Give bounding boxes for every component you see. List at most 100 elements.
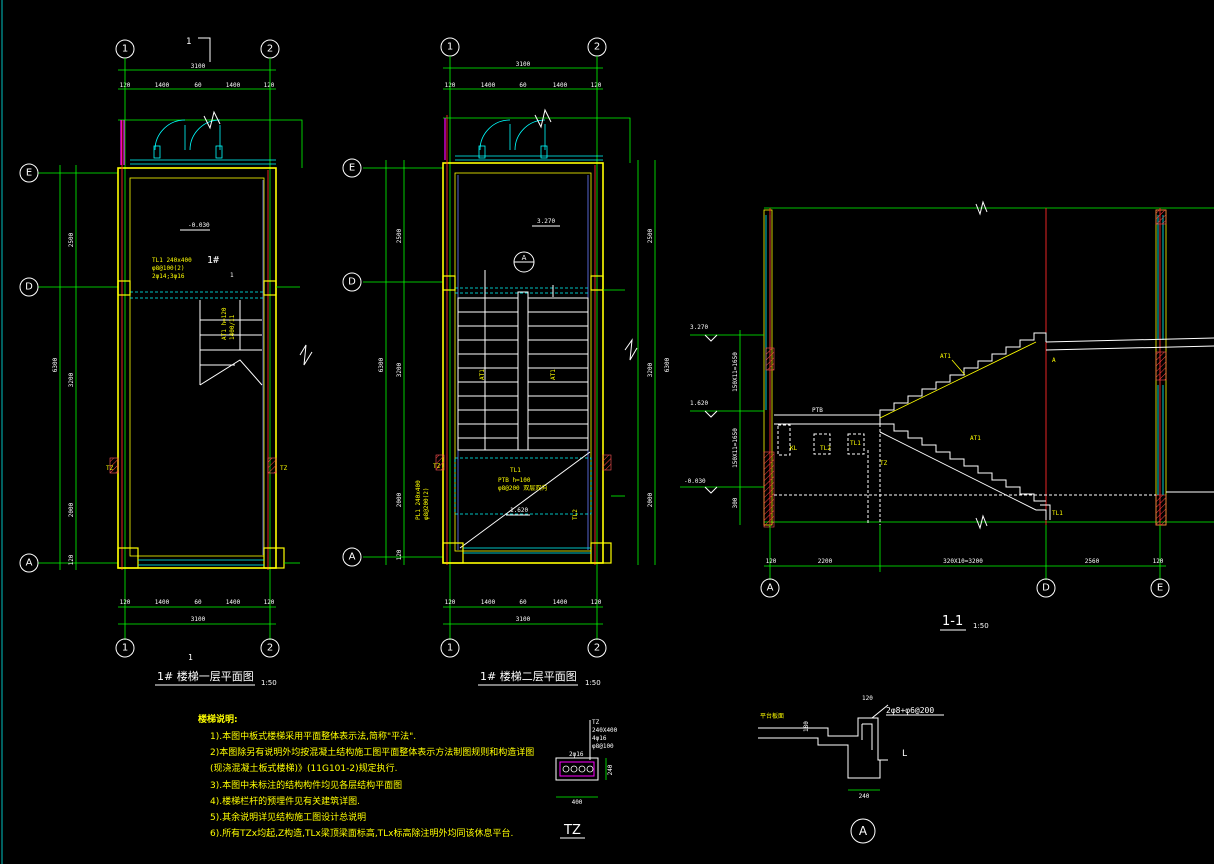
axis-label-E: E (26, 168, 32, 179)
dim-part-w-bottom: 120 (445, 599, 456, 606)
level-mid: 1.620 (510, 507, 528, 514)
ptb-rebar: φ8@200 双层双向 (498, 484, 547, 492)
bottom-dim: 2200 (818, 558, 833, 565)
pl1-label: PL1 240x400 (415, 480, 422, 520)
dim-left-part: 2000 (68, 502, 75, 517)
label-tl2: TL2 (820, 445, 831, 452)
column-tz-left (109, 457, 119, 474)
plan-1-title: 1# 楼梯一层平面图 (157, 669, 254, 683)
tl1-beam-label: TL1 240x400 (152, 257, 192, 264)
detail-a-dim-top: 120 (862, 695, 873, 702)
tz-column-detail: TZ 240X400 4φ16 φ8@100 2φ16 400 240 TZ (555, 719, 618, 839)
axis-label-A: A (26, 558, 33, 569)
dim-left-part: 2000 (396, 492, 403, 507)
plan-2-title: 1# 楼梯二层平面图 (480, 669, 577, 683)
dim-part-w-bottom: 1400 (553, 599, 568, 606)
note-item: 2)本图除另有说明外均按混凝土结构施工图平面整体表示方法制图规则和构造详图 (210, 746, 534, 758)
column-tz-left (435, 454, 445, 471)
dim-right-part: 3200 (647, 362, 654, 377)
at1-right-label: AT1 (550, 369, 557, 380)
tz-spec: TZ (592, 719, 600, 726)
label-kl: KL (790, 445, 798, 452)
axis-bubble-2-bottom (260, 638, 280, 658)
dim-left-part: 3200 (396, 362, 403, 377)
detail-a-label: A (859, 824, 868, 838)
axis-label-D: D (348, 277, 356, 288)
detail-a-rebar: 2φ8+φ6@200 (886, 706, 934, 715)
section-title: 1-1 (942, 614, 963, 629)
detail-a-ground: 平台板面 (760, 712, 784, 720)
dim-left-part: 2500 (68, 232, 75, 247)
axis-bubble-1-bottom (115, 638, 135, 658)
dim-right-part: 2000 (647, 492, 654, 507)
detail-a-dim-b: 240 (859, 793, 870, 800)
axis-label-2-top: 2 (594, 42, 600, 53)
note-item: 6).所有TZx均起,Z构造,TLx梁顶梁面标高,TLx标高除注明外均同该休息平… (210, 827, 513, 839)
level-markers: 3.270 1.620 -0.030 (680, 324, 764, 494)
tz-spec: 4φ16 (592, 735, 607, 742)
level-label: 3.270 (690, 324, 708, 331)
plan-1-first-floor: 1 2 1 3100 120 1400 60 1400 120 E D A 63… (19, 37, 313, 687)
axis-label-1-bottom: 1 (447, 643, 453, 654)
axis-label-2-top: 2 (267, 44, 273, 55)
stair-notes: 楼梯说明: 1).本图中板式楼梯采用平面整体表示法,简称"平法". 2)本图除另… (198, 713, 534, 839)
plan-2-second-floor: 1 2 3100 120 1400 60 1400 120 E D A 6300… (342, 37, 671, 687)
dim-part-w: 60 (519, 82, 527, 89)
tl1-label: TL1 (510, 467, 521, 474)
dim-part-w-bottom: 1400 (226, 599, 241, 606)
dim-left-part: 3200 (68, 372, 75, 387)
axis-label-D: D (25, 282, 33, 293)
section-cut-mark (198, 37, 211, 62)
detail-a: 平台板面 2φ8+φ6@200 120 180 240 L A (758, 695, 944, 844)
tz-label-left: TZ (106, 465, 114, 472)
level-label: -0.030 (684, 478, 706, 485)
axis-label-2-bottom: 2 (267, 643, 273, 654)
section-cut-label: 1 (186, 37, 191, 47)
label-tz: TZ (880, 460, 888, 467)
dim-total-width-bottom: 3100 (191, 616, 206, 623)
axis-bubble-E (342, 158, 362, 178)
dim-part-w-bottom: 120 (120, 599, 131, 606)
dim-part-w: 120 (264, 82, 275, 89)
bottom-dim: 120 (1153, 558, 1164, 565)
tz-spec: 240X400 (592, 727, 618, 734)
tz-dim-h: 240 (607, 764, 614, 775)
label-tl1-a: TL1 (850, 440, 861, 447)
plan-2-scale: 1:50 (585, 679, 601, 687)
dim-part-w-bottom: 120 (264, 599, 275, 606)
axis-label-1-bottom: 1 (122, 643, 128, 654)
label-a: A (1052, 357, 1056, 364)
axis-bubble-A (19, 553, 39, 573)
note-item: (现浇混凝土板式楼梯)》(11G101-2)规定执行. (210, 762, 398, 774)
tl1-beam-rebar: φ8@100(2) (152, 265, 185, 272)
dim-part-w-bottom: 120 (591, 599, 602, 606)
dim-left-part: 120 (396, 549, 403, 560)
detail-a-bubble (850, 818, 876, 844)
dim-part-w: 1400 (155, 82, 170, 89)
dim-right-total: 6300 (664, 357, 671, 372)
axis-label-2-bottom: 2 (594, 643, 600, 654)
axis-label-E: E (349, 163, 355, 174)
detail-a-mark: L (902, 749, 907, 759)
level-label: -0.030 (188, 222, 210, 229)
column-tz-right (602, 454, 612, 471)
axis-label-A: A (767, 583, 774, 594)
ptb-label: PTB h=100 (498, 477, 531, 484)
notes-heading: 楼梯说明: (198, 713, 238, 725)
label-ptb: PTB (812, 407, 823, 414)
dim-part-w: 60 (194, 82, 202, 89)
stair-number: 1# (207, 255, 219, 266)
dim-part-w-bottom: 1400 (481, 599, 496, 606)
dim-total-width: 3100 (191, 63, 206, 70)
flight-upper-slab (879, 341, 1037, 419)
tz-title: TZ (563, 823, 581, 838)
pl1-rebar: φ8@200(2) (423, 487, 430, 520)
axis-bubble-E (19, 163, 39, 183)
column-tz-right (267, 457, 277, 474)
dim-part-w-bottom: 1400 (155, 599, 170, 606)
note-item: 1).本图中板式楼梯采用平面整体表示法,简称"平法". (210, 730, 416, 742)
height-dim: 150X11=1650 (732, 352, 739, 392)
section-1-1: AT1 AT1 PTB KL TL2 TL1 TL1 TZ A 3.270 1.… (680, 200, 1214, 631)
axis-label-D: D (1042, 583, 1050, 594)
axis-bubble-A (342, 547, 362, 567)
